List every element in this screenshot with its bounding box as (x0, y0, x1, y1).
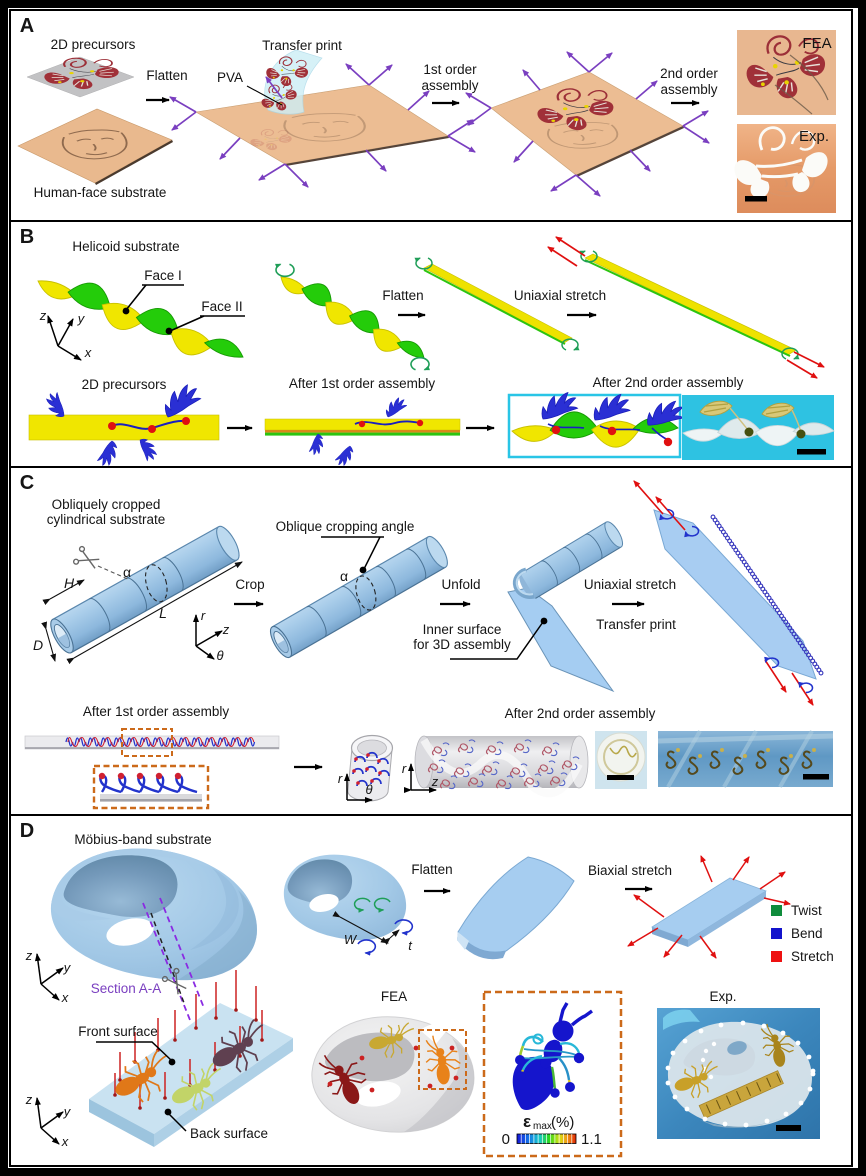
svg-text:Section A-A: Section A-A (91, 981, 162, 996)
svg-text:1.1: 1.1 (581, 1131, 602, 1148)
svg-text:Flatten: Flatten (411, 862, 452, 877)
svg-text:1st order: 1st order (423, 62, 477, 77)
svg-text:D: D (20, 820, 34, 842)
svg-text:Obliquely cropped: Obliquely cropped (52, 497, 161, 512)
svg-text:Oblique cropping angle: Oblique cropping angle (276, 519, 415, 534)
svg-text:Biaxial stretch: Biaxial stretch (588, 863, 672, 878)
svg-text:2nd order: 2nd order (660, 66, 718, 81)
svg-text:z: z (222, 622, 230, 637)
svg-text:After 1st order assembly: After 1st order assembly (289, 376, 436, 391)
svg-text:z: z (25, 948, 33, 963)
svg-text:y: y (63, 1104, 72, 1119)
svg-text:r: r (201, 608, 206, 623)
svg-text:Face II: Face II (201, 299, 242, 314)
svg-text:for 3D assembly: for 3D assembly (413, 637, 511, 652)
svg-text:Uniaxial stretch: Uniaxial stretch (514, 288, 606, 303)
svg-text:ε: ε (523, 1112, 531, 1131)
svg-text:cylindrical substrate: cylindrical substrate (47, 512, 166, 527)
svg-text:Inner surface: Inner surface (423, 622, 502, 637)
svg-text:After 1st order assembly: After 1st order assembly (83, 704, 230, 719)
svg-text:PVA: PVA (217, 70, 243, 85)
svg-text:y: y (63, 960, 72, 975)
svg-text:C: C (20, 472, 34, 494)
svg-text:Twist: Twist (791, 903, 822, 918)
svg-text:r: r (402, 761, 407, 776)
svg-text:Transfer print: Transfer print (262, 38, 342, 53)
svg-text:θ: θ (365, 782, 372, 797)
svg-text:x: x (61, 990, 69, 1005)
svg-text:Uniaxial stretch: Uniaxial stretch (584, 577, 676, 592)
svg-text:x: x (84, 345, 92, 360)
svg-text:t: t (408, 938, 413, 953)
svg-text:r: r (338, 771, 343, 786)
svg-text:Helicoid substrate: Helicoid substrate (72, 239, 179, 254)
svg-text:Exp.: Exp. (799, 128, 829, 145)
svg-text:FEA: FEA (802, 35, 831, 52)
svg-text:x: x (61, 1134, 69, 1149)
svg-text:Crop: Crop (235, 577, 264, 592)
svg-text:α: α (340, 568, 348, 584)
svg-text:y: y (77, 311, 86, 326)
svg-text:max: max (533, 1121, 552, 1132)
svg-text:Flatten: Flatten (146, 68, 187, 83)
svg-text:0: 0 (502, 1131, 510, 1148)
svg-text:After 2nd order assembly: After 2nd order assembly (505, 706, 656, 721)
svg-text:Front surface: Front surface (78, 1024, 158, 1039)
svg-text:A: A (20, 15, 34, 37)
svg-text:Exp.: Exp. (709, 989, 736, 1004)
svg-text:W: W (344, 932, 358, 947)
svg-text:Transfer print: Transfer print (596, 617, 676, 632)
svg-text:Stretch: Stretch (791, 949, 834, 964)
svg-text:z: z (25, 1092, 33, 1107)
svg-text:D: D (33, 637, 43, 653)
svg-text:assembly: assembly (660, 82, 717, 97)
svg-text:Face I: Face I (144, 268, 182, 283)
svg-text:FEA: FEA (381, 989, 407, 1004)
svg-text:B: B (20, 226, 34, 248)
svg-text:2D precursors: 2D precursors (82, 377, 167, 392)
svg-text:2D precursors: 2D precursors (51, 37, 136, 52)
svg-text:Flatten: Flatten (382, 288, 423, 303)
svg-text:Back surface: Back surface (190, 1126, 268, 1141)
svg-text:Möbius-band substrate: Möbius-band substrate (74, 832, 211, 847)
svg-text:Human-face substrate: Human-face substrate (34, 185, 167, 200)
svg-text:z: z (39, 308, 47, 323)
svg-text:Bend: Bend (791, 926, 823, 941)
svg-text:(%): (%) (551, 1114, 574, 1131)
svg-text:Unfold: Unfold (441, 577, 480, 592)
svg-text:assembly: assembly (421, 78, 478, 93)
svg-text:α: α (123, 564, 131, 580)
svg-text:After 2nd order assembly: After 2nd order assembly (593, 375, 744, 390)
svg-text:z: z (431, 774, 439, 789)
svg-text:θ: θ (216, 648, 223, 663)
